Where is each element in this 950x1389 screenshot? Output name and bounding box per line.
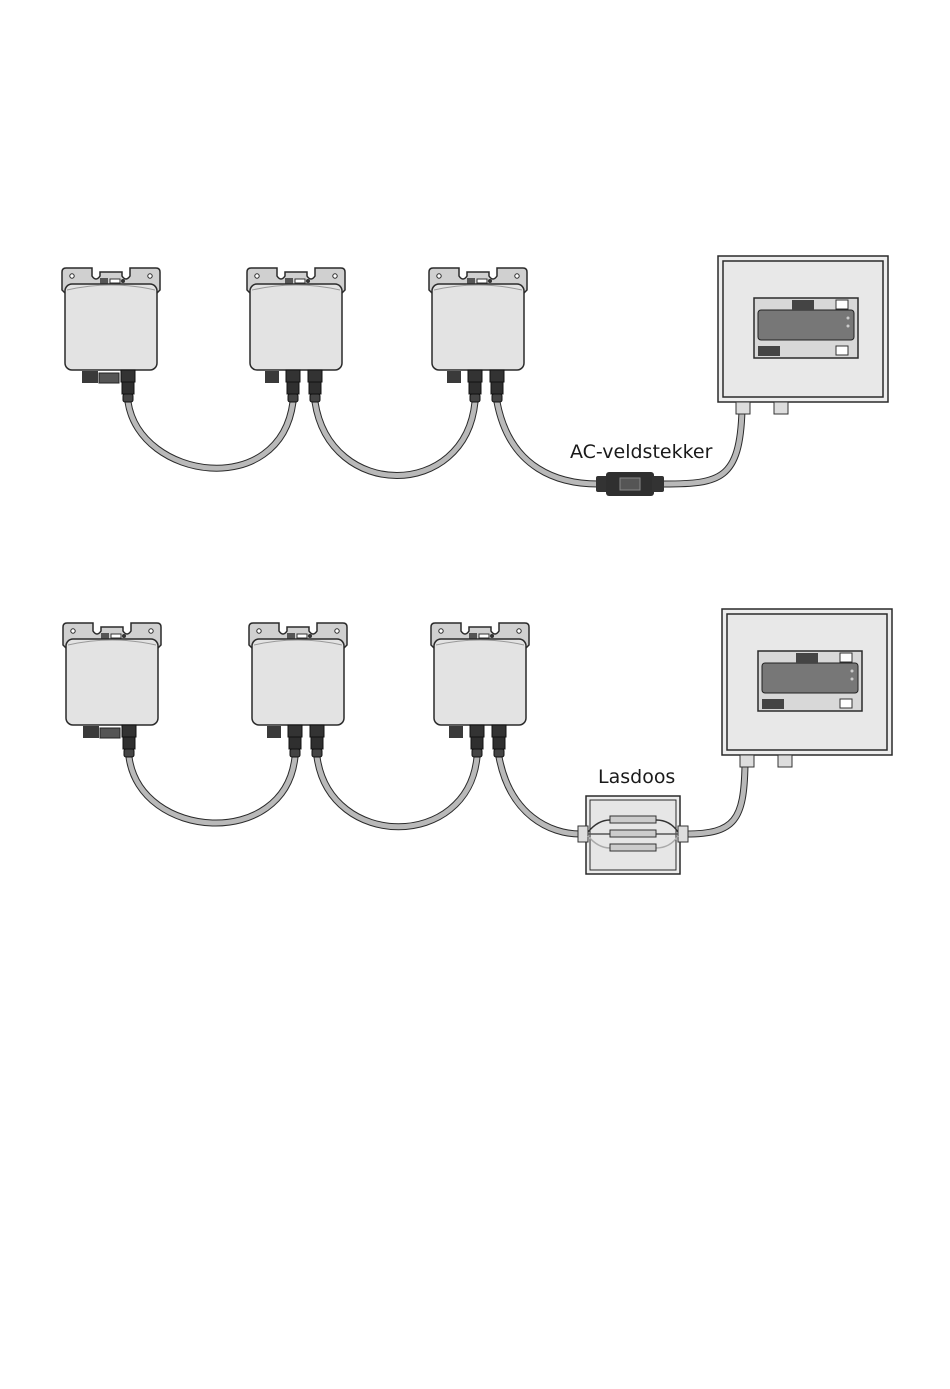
ac-field-connector xyxy=(596,472,664,496)
microinverter xyxy=(431,623,529,757)
junction-box-label: Lasdoos xyxy=(598,766,675,788)
microinverter xyxy=(247,268,345,402)
distribution-box xyxy=(717,255,889,415)
diagram-junction-box: Lasdoos xyxy=(63,608,893,875)
microinverter xyxy=(429,268,527,402)
microinverter xyxy=(63,623,161,757)
microinverter xyxy=(62,268,160,402)
junction-box xyxy=(577,795,689,875)
microinverter xyxy=(249,623,347,757)
distribution-box xyxy=(721,608,893,768)
diagram-ac-field-connector: AC-veldstekker xyxy=(62,255,889,496)
ac-field-connector-label: AC-veldstekker xyxy=(570,441,713,463)
